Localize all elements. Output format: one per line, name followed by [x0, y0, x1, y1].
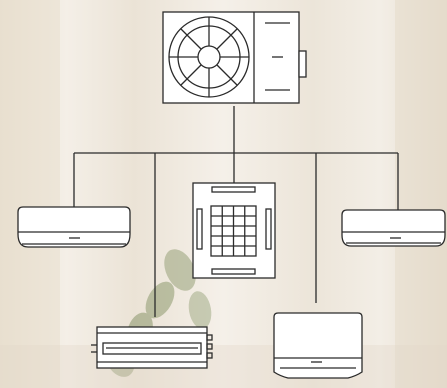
refrigerant-piping: [73, 106, 399, 317]
floor-console-unit-icon: [273, 312, 363, 379]
fan-grille-icon: [168, 16, 250, 98]
ceiling-cassette-unit-icon: [192, 182, 276, 279]
wall-mounted-unit-right-icon: [341, 209, 446, 247]
wall-mounted-unit-left-icon: [17, 206, 131, 248]
cassette-grille-icon: [210, 205, 257, 257]
outdoor-unit-icon: [162, 11, 307, 104]
ducted-unit-icon: [91, 326, 213, 369]
